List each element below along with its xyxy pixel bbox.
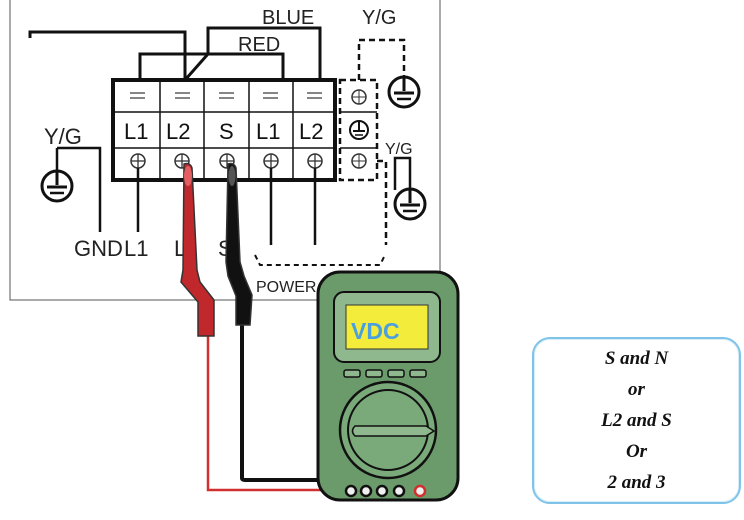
- meter-dial-pointer: [351, 425, 436, 437]
- black-probe: [225, 162, 253, 326]
- ground-icon-right: [393, 187, 427, 221]
- note-line-5: 2 and 3: [607, 472, 666, 493]
- ground-icon-left: [40, 169, 74, 203]
- panel-outline: [9, 0, 441, 301]
- terminal-block: L1 L2 S L1 L2: [111, 78, 337, 182]
- terminal-label-2: L2: [166, 119, 190, 144]
- earth-terminal: [338, 78, 379, 182]
- note-line-2: or: [628, 379, 645, 400]
- ground-label-top-right: Y/G: [362, 7, 396, 29]
- terminal-label-3: S: [219, 119, 234, 144]
- meter-screen: [345, 304, 429, 350]
- wire-blue: [206, 26, 322, 80]
- bottom-label-gnd: GND: [74, 236, 123, 261]
- red-probe: [180, 162, 215, 337]
- terminal-label-1: L1: [124, 119, 148, 144]
- wire-label-red: RED: [238, 34, 280, 56]
- black-lead: [240, 320, 402, 482]
- terminal-label-4: L1: [256, 119, 280, 144]
- ground-icon-top-right: [387, 75, 421, 109]
- meter-red-jack: [413, 484, 427, 498]
- note-line-1: S and N: [604, 348, 669, 369]
- wire-red: [138, 52, 285, 80]
- note-box: S and N or L2 and S Or 2 and 3: [532, 337, 741, 504]
- wire-l2-diag: [183, 53, 210, 81]
- wire-label-blue: BLUE: [262, 7, 314, 29]
- bottom-label-power: POWER S: [256, 279, 332, 296]
- multimeter: [316, 270, 460, 502]
- bottom-label-l1: L1: [124, 236, 148, 261]
- ground-label-left: Y/G: [44, 124, 82, 149]
- wire-black-top: [28, 30, 187, 56]
- note-line-3: L2 and S: [601, 410, 672, 431]
- meter-display-text: VDC: [351, 318, 400, 344]
- note-line-4: Or: [625, 441, 648, 462]
- terminal-label-5: L2: [299, 119, 323, 144]
- ground-label-right: Y/G: [385, 141, 413, 158]
